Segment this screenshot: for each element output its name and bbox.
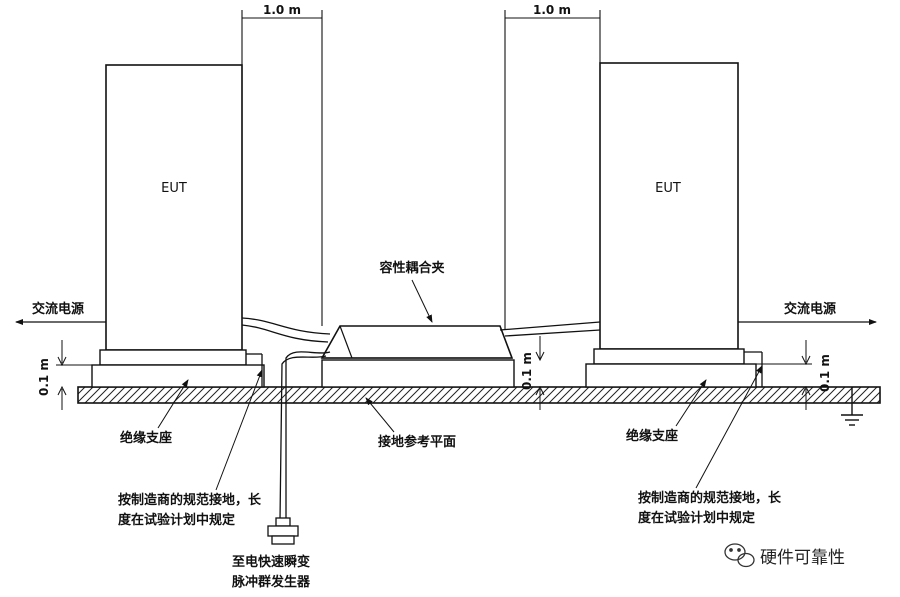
generator-cable-a (279, 355, 327, 521)
support-left-leader (157, 379, 189, 429)
height-dim-left (56, 340, 100, 410)
insulating-support-right (585, 363, 757, 388)
clamp-leader (411, 279, 433, 323)
clamp-insulating-base (321, 359, 515, 388)
insulating-support-left (91, 364, 265, 388)
watermark-text: 硬件可靠性 (760, 548, 845, 568)
ac-power-right-label: 交流电源 (784, 301, 836, 317)
dimension-right (504, 10, 601, 330)
ground-note-left-line1: 按制造商的规范接地，长 (118, 492, 262, 508)
dimension-right-label: 1.0 m (533, 3, 571, 17)
clamp-edge (339, 325, 353, 359)
eut-left-cabinet (105, 64, 243, 351)
dimension-left (241, 10, 323, 326)
height-middle-label: 0.1 m (520, 352, 534, 390)
ground-plane-label: 接地参考平面 (378, 434, 456, 450)
ground-note-right-line1: 按制造商的规范接地，长 (638, 490, 782, 506)
height-dim-middle (535, 336, 545, 410)
cable-right-upper (499, 321, 601, 331)
support-right-label: 绝缘支座 (626, 428, 678, 444)
ac-power-left-label: 交流电源 (32, 301, 84, 317)
ground-note-right-line2: 度在试验计划中规定 (638, 510, 755, 526)
eut-left-label: EUT (161, 181, 187, 196)
generator-label-line1: 至电快速瞬变 (232, 554, 310, 570)
height-left-label: 0.1 m (37, 358, 51, 396)
generator-label-line2: 脉冲群发生器 (231, 574, 311, 590)
support-left-label: 绝缘支座 (120, 430, 172, 446)
dimension-left-label: 1.0 m (263, 3, 301, 17)
generator-cable-b (285, 351, 331, 520)
eut-right-cabinet (599, 62, 739, 350)
generator-connector (267, 517, 299, 545)
height-dim-right (756, 340, 812, 410)
cable-left-upper (241, 317, 331, 335)
cable-left-lower (241, 324, 329, 343)
ground-note-left-leader (215, 369, 263, 491)
wechat-icon (724, 543, 755, 568)
eut-right-label: EUT (655, 181, 681, 196)
ground-plane-leader (365, 397, 395, 433)
eut-right-base (593, 348, 745, 365)
clamp-label: 容性耦合夹 (378, 260, 444, 276)
ground-reference-plane (77, 386, 881, 404)
ground-note-right-leader (695, 365, 763, 489)
earth-ground-icon (841, 387, 863, 426)
cable-right-lower (504, 329, 601, 337)
height-right-label: 0.1 m (818, 354, 832, 392)
support-right-leader (675, 379, 707, 427)
ground-note-left-line2: 度在试验计划中规定 (118, 512, 235, 528)
eut-left-base (99, 349, 247, 366)
